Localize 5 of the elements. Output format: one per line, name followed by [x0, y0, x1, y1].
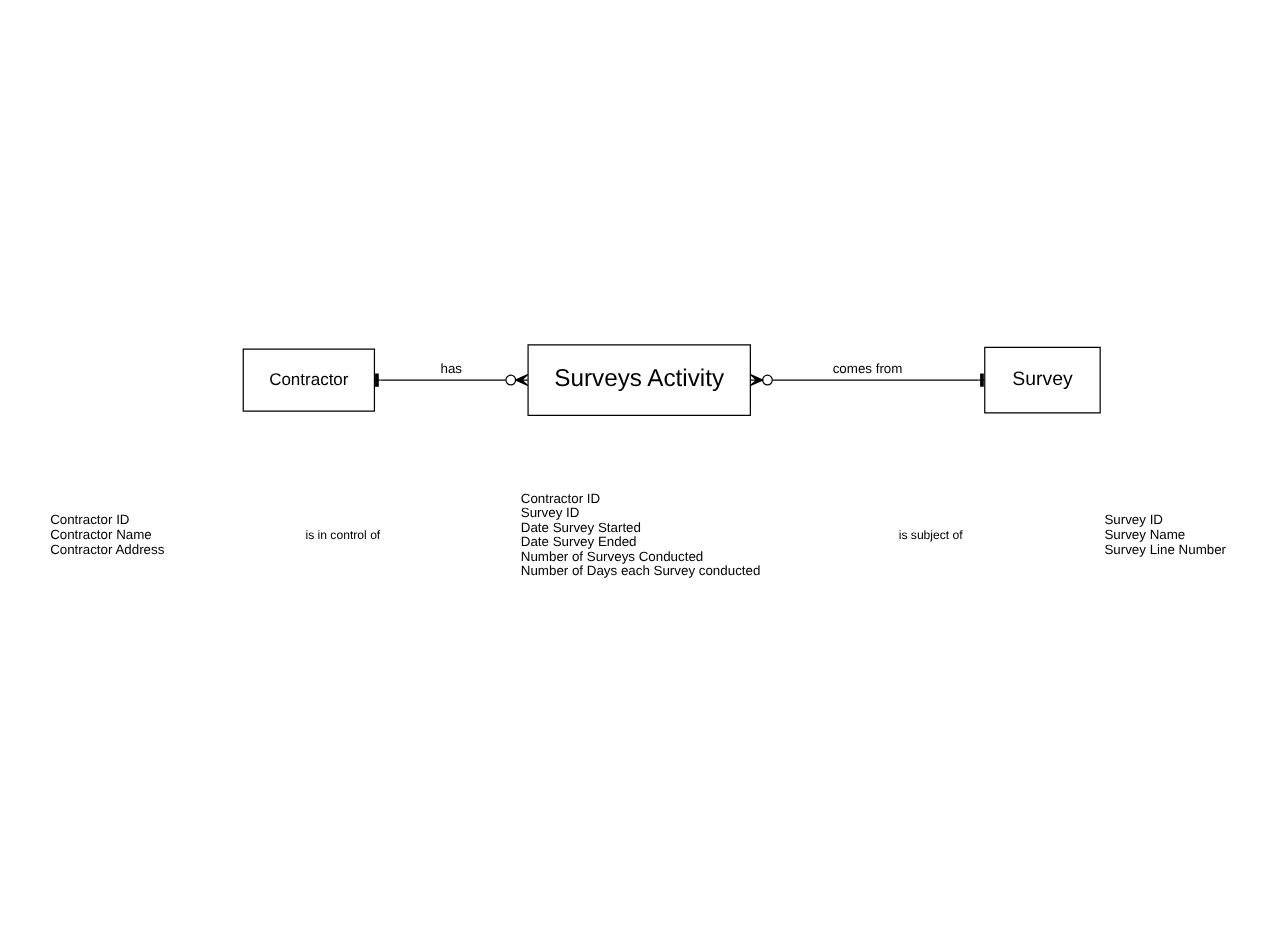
node-box: Surveys Activity — [527, 343, 751, 415]
connector — [749, 372, 985, 386]
node-box: Survey — [984, 345, 1101, 413]
connector — [373, 372, 529, 386]
node-box: Contractor — [242, 347, 376, 411]
